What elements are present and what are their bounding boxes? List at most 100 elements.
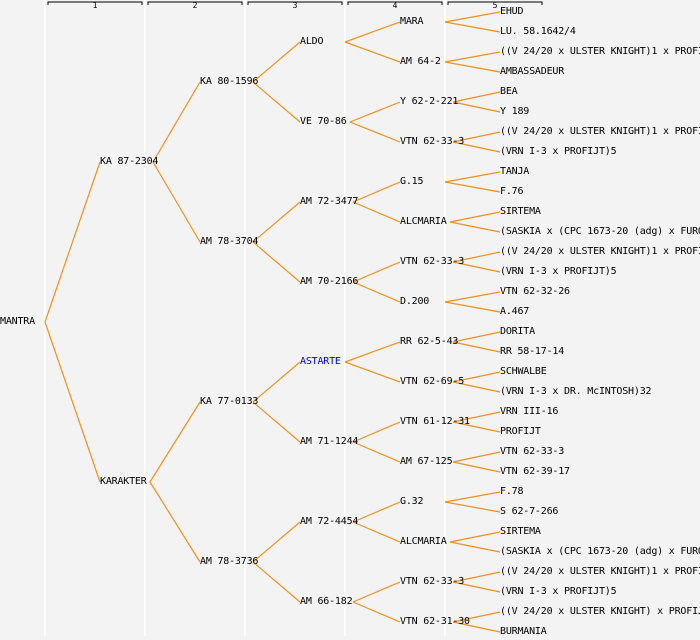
ancestor-name: AM 67-125 [400,456,453,467]
ancestor-name: DORITA [500,326,535,337]
ancestor-name: AM 72-3477 [300,196,359,207]
pedigree-edge [444,171,501,183]
ancestor-name: (SASKIA x (CPC 1673-20 (adg) x FURORE)) [500,226,700,237]
pedigree-edge [452,581,501,593]
pedigree-edge [452,261,501,273]
pedigree-edge [452,371,501,383]
pedigree-edge [449,531,501,543]
ancestor-name: VTN 62-32-26 [500,286,570,297]
ancestor-name: (VRN I-3 x PROFIJT)5 [500,586,617,597]
pedigree-edge [452,131,501,143]
generation-bracket [347,1,443,5]
ancestor-name: VTN 62-31-30 [400,616,470,627]
ancestor-name: SCHWALBE [500,366,547,377]
ancestor-name: G.15 [400,176,424,187]
ancestor-name: VTN 62-69-5 [400,376,465,387]
ancestor-name: VTN 62-39-17 [500,466,570,477]
pedigree-edge [252,201,301,243]
pedigree-edge [452,381,501,393]
ancestor-name: D.200 [400,296,430,307]
pedigree-edge [352,581,401,603]
pedigree-edge [452,331,501,343]
pedigree-edge [452,411,501,423]
ancestor-name: F.78 [500,486,524,497]
pedigree-edge [444,501,501,513]
pedigree-edge [444,11,501,23]
pedigree-edge [444,61,501,73]
pedigree-edge [444,181,501,193]
pedigree-edge [149,401,201,483]
pedigree-edge [352,521,401,543]
generation-number: 2 [192,1,198,10]
pedigree-edge [352,601,401,623]
ancestor-name: ((V 24/20 x ULSTER KNIGHT)1 x PROFIJT) [500,126,700,137]
pedigree-edge [444,51,501,63]
proband-name: MANTRA [0,316,35,327]
ancestor-name: (SASKIA x (CPC 1673-20 (adg) x FURORE)) [500,546,700,557]
ancestor-name: A.467 [500,306,530,317]
ancestor-name: AM 78-3736 [200,556,259,567]
ancestor-name: S 62-7-266 [500,506,559,517]
ancestor-name: VTN 62-33-3 [400,136,465,147]
generation-bracket [447,1,543,5]
ancestor-name: ALCMARIA [400,536,447,547]
ancestor-name: AM 64-2 [400,56,441,67]
ancestor-name: SIRTEMA [500,526,541,537]
pedigree-edge [252,241,301,283]
pedigree-edge [252,361,301,403]
pedigree-edge [452,141,501,153]
ancestor-name: VTN 62-33-3 [500,446,565,457]
ancestor-name: (VRN I-3 x PROFIJT)5 [500,146,617,157]
ancestor-name: ((V 24/20 x ULSTER KNIGHT) x PROFIJT) [500,606,700,617]
pedigree-edge [344,21,401,43]
pedigree-edge [349,121,401,143]
ancestor-name: PROFIJT [500,426,541,437]
pedigree-edge [149,481,201,563]
ancestor-name: ((V 24/20 x ULSTER KNIGHT)1 x PROFIJT) [500,566,700,577]
pedigree-edge [452,451,501,463]
ancestor-name: VTN 62-33-3 [400,576,465,587]
pedigree-edge [252,561,301,603]
pedigree-edge [352,421,401,443]
generation-bracket [147,1,243,5]
generation-number: 1 [92,1,98,10]
ancestor-name: F.76 [500,186,524,197]
ancestor-name: KA 87-2304 [100,156,159,167]
pedigree-edge [44,161,101,323]
pedigree-edge [452,621,501,633]
pedigree-edge [452,341,501,353]
ancestor-name: AM 78-3704 [200,236,259,247]
ancestor-name: LU. 58.1642/4 [500,26,576,37]
pedigree-edge [152,81,201,163]
ancestor-name: EHUD [500,6,524,17]
ancestor-name: Y 62-2-221 [400,96,459,107]
ancestor-name: ((V 24/20 x ULSTER KNIGHT)1 x PROFIJT) [500,46,700,57]
ancestor-name: ALCMARIA [400,216,447,227]
pedigree-edge [252,521,301,563]
generation-bracket [47,1,143,5]
tree-edges [44,11,501,633]
pedigree-edge [349,101,401,123]
ancestor-name: KA 80-1596 [200,76,259,87]
pedigree-edge [452,91,501,103]
ancestor-name: KARAKTER [100,476,147,487]
pedigree-edge [444,301,501,313]
ancestor-name: MARA [400,16,424,27]
pedigree-edge [352,261,401,283]
ancestor-name: RR 58-17-14 [500,346,565,357]
generation-number: 5 [492,1,498,10]
pedigree-edge [452,461,501,473]
pedigree-edge [449,211,501,223]
pedigree-edge [449,221,501,233]
pedigree-edge [452,571,501,583]
pedigree-edge [352,441,401,463]
ancestor-link[interactable]: ASTARTE [300,356,341,367]
pedigree-edge [44,321,101,483]
pedigree-edge [252,81,301,123]
pedigree-edge [444,491,501,503]
pedigree-edge [344,361,401,383]
ancestor-name: VE 70-86 [300,116,347,127]
ancestor-name: ALDO [300,36,324,47]
pedigree-edge [344,341,401,363]
